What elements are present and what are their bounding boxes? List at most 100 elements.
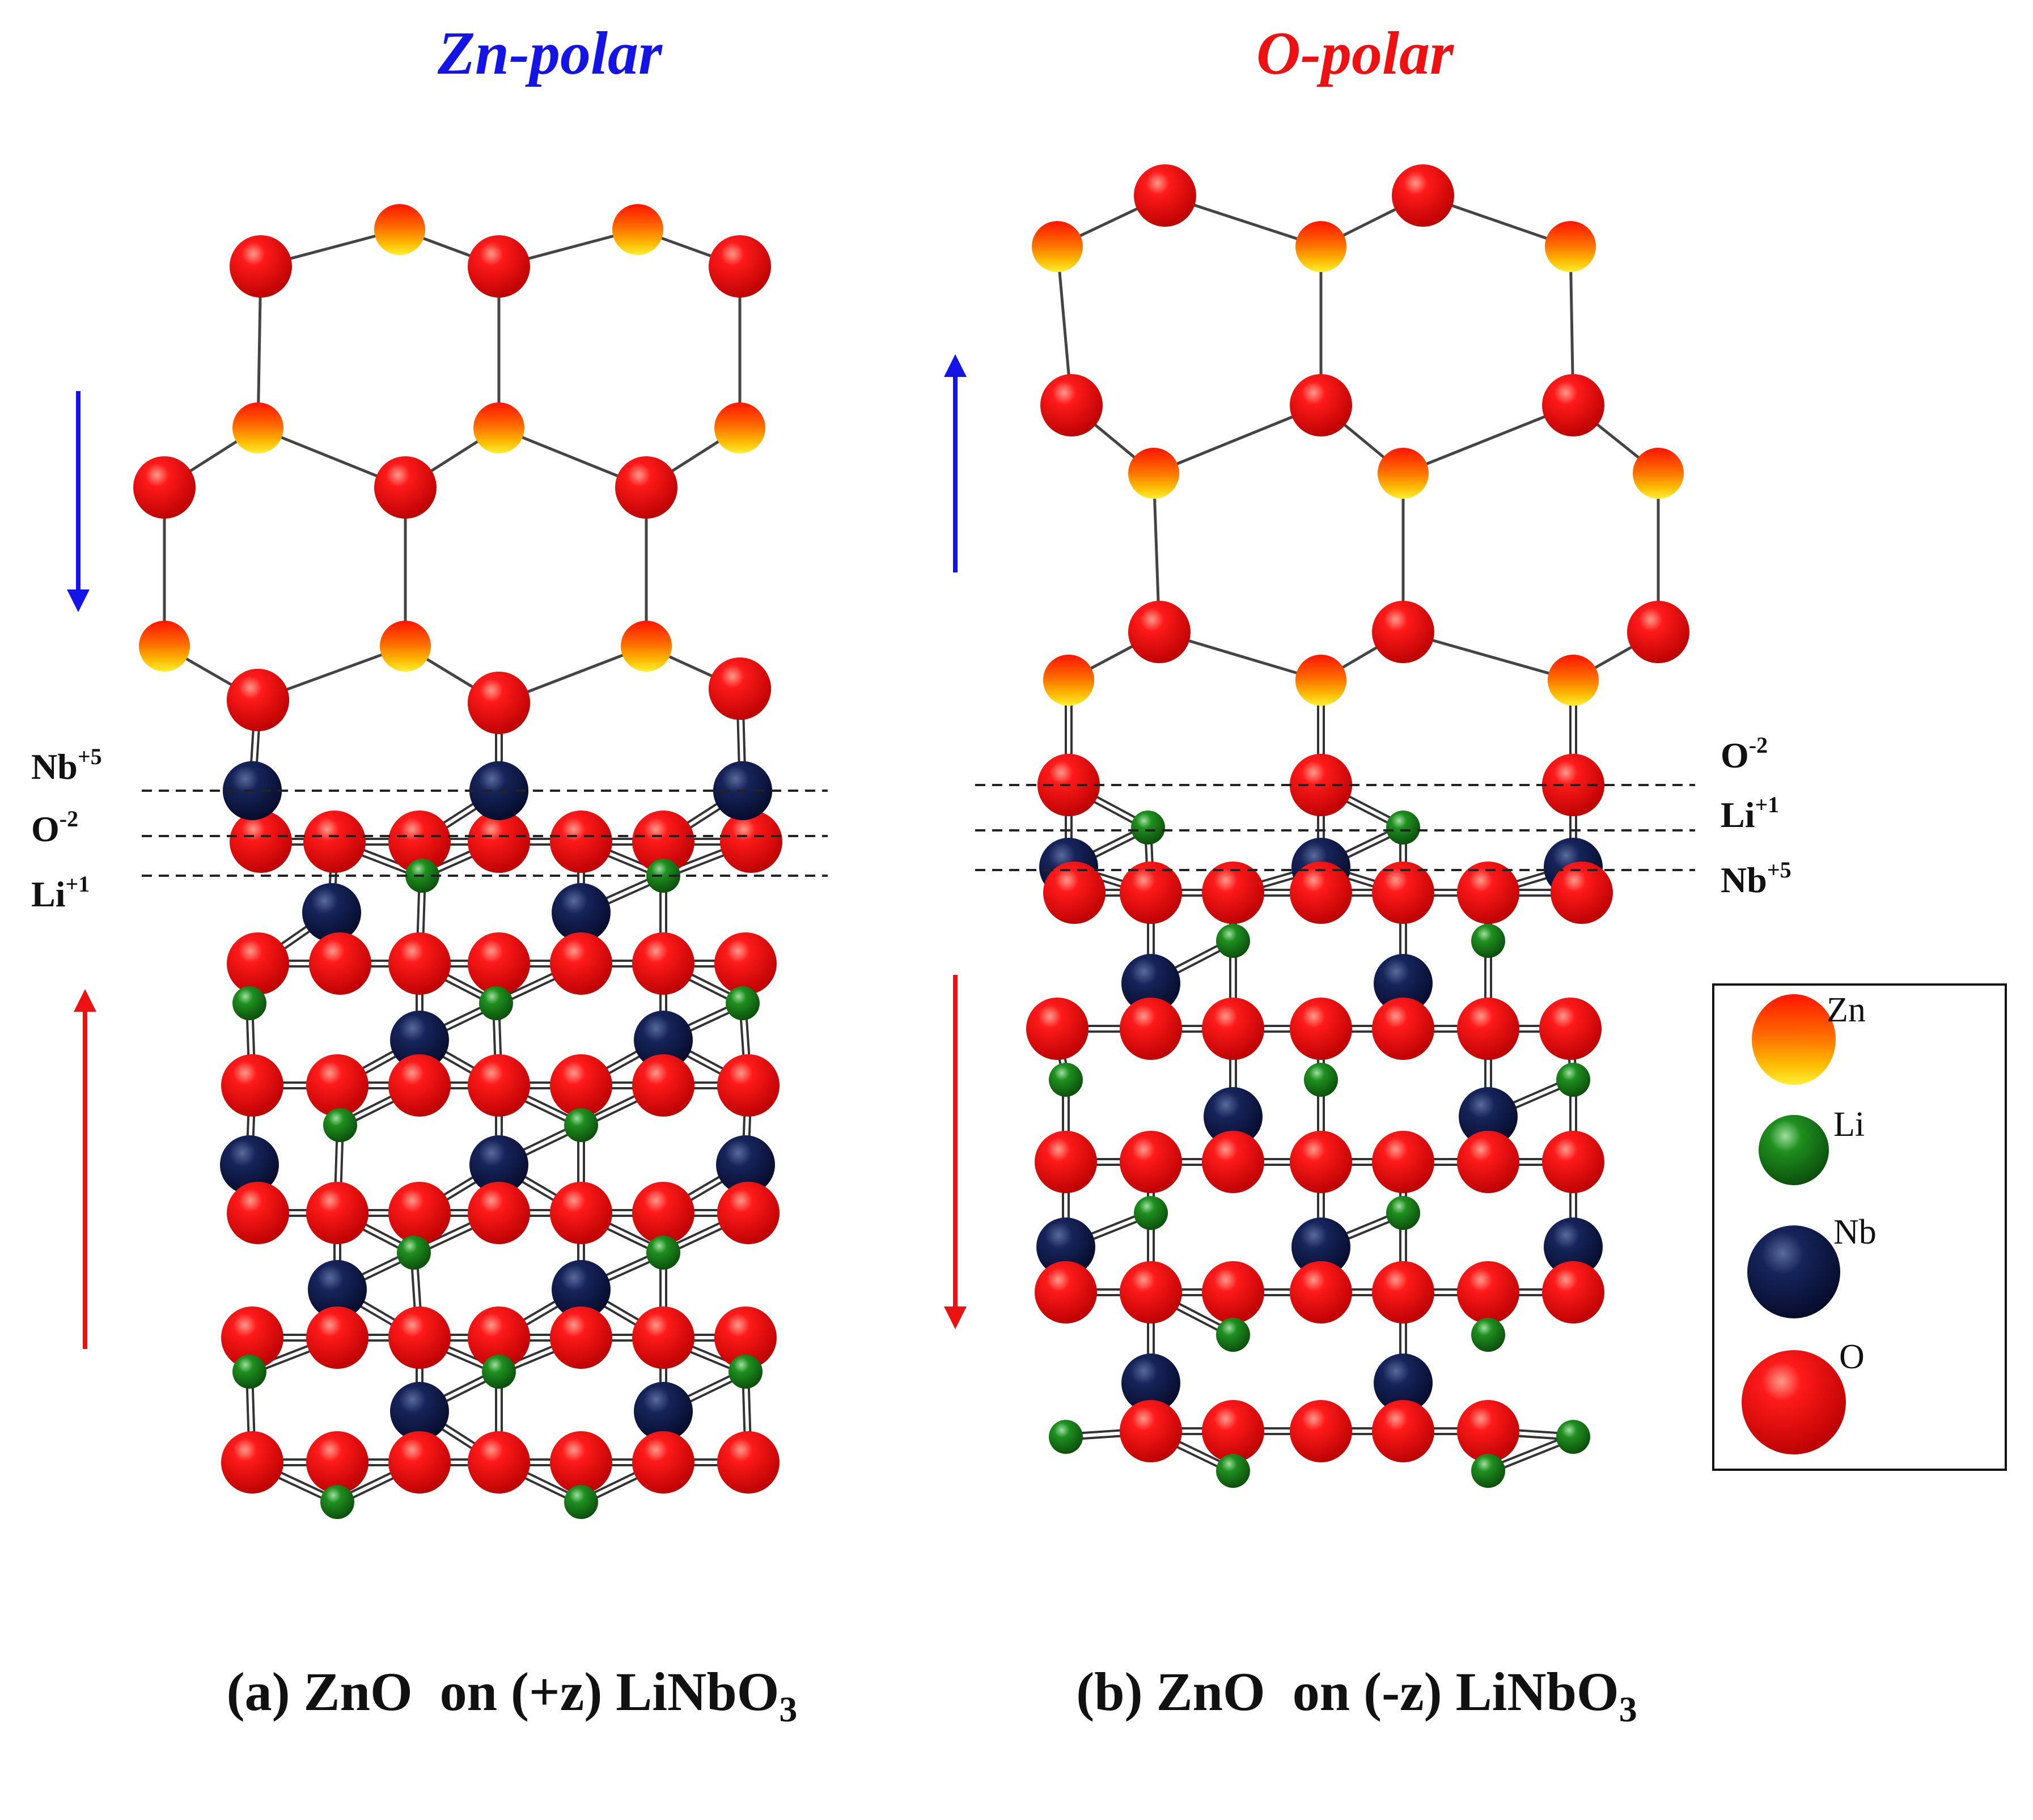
interface-label-nb: Nb+5 (31, 744, 102, 787)
legend-label-li: Li (1833, 1105, 1865, 1144)
oxygen-atom (1457, 1400, 1519, 1462)
oxygen-atom (1457, 1261, 1519, 1323)
oxygen-atom (1392, 164, 1454, 227)
zinc-atom (1378, 448, 1429, 499)
niobium-atom (552, 883, 611, 942)
niobium-atom (1204, 1087, 1263, 1146)
oxygen-atom (717, 1182, 780, 1244)
oxygen-atom (1457, 862, 1519, 924)
heading-zn-polar: Zn-polar (437, 20, 663, 87)
legend-swatches (1742, 994, 1846, 1454)
oxygen-atom (1290, 374, 1352, 436)
niobium-atom (1291, 1217, 1350, 1276)
oxygen-atom (1202, 1400, 1264, 1462)
oxygen-atom (1035, 1131, 1097, 1193)
lithium-atom (232, 1355, 266, 1389)
oxygen-atom (1120, 1400, 1182, 1462)
niobium-atom (1121, 1354, 1180, 1412)
lithium-atom (1471, 1454, 1505, 1488)
lithium-atom (1386, 811, 1420, 845)
oxygen-atom (1372, 998, 1434, 1060)
oxygen-atom (615, 456, 677, 519)
lithium-atom (397, 1236, 431, 1270)
legend-label-zn: Zn (1827, 991, 1866, 1029)
oxygen-atom (1120, 998, 1182, 1060)
zinc-atom (380, 621, 431, 672)
oxygen-atom (227, 1182, 289, 1244)
zinc-atom (1032, 221, 1083, 272)
oxygen-atom (221, 1306, 283, 1369)
niobium-atom (552, 1260, 611, 1319)
lithium-atom (1471, 924, 1505, 958)
oxygen-atom (1290, 998, 1352, 1060)
oxygen-atom (714, 1306, 777, 1369)
niobium-atom (634, 1382, 693, 1441)
oxygen-atom (1202, 998, 1264, 1060)
lithium-atom (1216, 1318, 1250, 1352)
legend-swatch-o (1742, 1350, 1846, 1454)
lithium-atom (323, 1108, 357, 1142)
oxygen-atom (388, 1182, 451, 1244)
oxygen-atom (1120, 862, 1182, 924)
lithium-atom (646, 1236, 680, 1270)
oxygen-atom (1043, 862, 1106, 924)
oxygen-atom (306, 1306, 369, 1369)
oxygen-atom (306, 1054, 369, 1117)
interface-label-o: O-2 (31, 806, 79, 849)
legend: Zn Li Nb O (1712, 983, 2007, 1471)
niobium-atom (1374, 954, 1433, 1013)
oxygen-atom (550, 1182, 612, 1244)
lithium-atom (646, 859, 680, 893)
oxygen-atom (388, 1431, 451, 1494)
niobium-atom (1036, 1217, 1095, 1276)
oxygen-atom (468, 672, 530, 734)
oxygen-atom (1627, 601, 1689, 663)
oxygen-atom (720, 811, 782, 873)
oxygen-atom (550, 1431, 612, 1494)
oxygen-atom (709, 657, 771, 720)
lithium-atom (1134, 1196, 1168, 1230)
arrow-down-blue-icon (67, 391, 90, 612)
oxygen-atom (550, 1054, 612, 1117)
zinc-atom (1633, 448, 1684, 499)
figure: Zn-polar O-polar (31, 20, 2007, 1729)
niobium-atom (1374, 1354, 1433, 1412)
oxygen-atom (1542, 1131, 1604, 1193)
zinc-atom (714, 402, 765, 453)
oxygen-atom (1372, 601, 1434, 663)
oxygen-atom (388, 1054, 451, 1117)
niobium-atom (634, 1011, 693, 1070)
legend-swatch-nb (1747, 1225, 1840, 1318)
zinc-atom (1548, 655, 1599, 706)
arrow-down-red-icon (944, 975, 967, 1329)
oxygen-atom (1372, 1400, 1434, 1462)
oxygen-atom (468, 932, 530, 995)
oxygen-atom (1551, 862, 1613, 924)
lithium-atom (1216, 1454, 1250, 1488)
oxygen-atom (1290, 862, 1352, 924)
lithium-atom (564, 1108, 598, 1142)
lithium-atom (320, 1485, 354, 1519)
oxygen-atom (221, 1431, 283, 1494)
zinc-atom (612, 204, 663, 255)
oxygen-atom (550, 932, 612, 995)
niobium-atom (1544, 1217, 1603, 1276)
niobium-atom (469, 1135, 528, 1194)
oxygen-atom (468, 811, 530, 873)
oxygen-atom (550, 811, 612, 873)
zinc-atom (1043, 655, 1094, 706)
oxygen-atom (632, 932, 694, 995)
oxygen-atom (230, 811, 292, 873)
zinc-atom (1295, 221, 1346, 272)
oxygen-atom (1372, 1261, 1434, 1323)
niobium-atom (302, 883, 361, 942)
zinc-atom (1545, 221, 1596, 272)
niobium-atom (1121, 954, 1180, 1013)
interface-label-li: Li+1 (31, 871, 90, 914)
oxygen-atom (388, 932, 451, 995)
oxygen-atom (1290, 1261, 1352, 1323)
oxygen-atom (1372, 1131, 1434, 1193)
zinc-atom (232, 402, 283, 453)
lithium-atom (1386, 1196, 1420, 1230)
niobium-atom (390, 1011, 449, 1070)
